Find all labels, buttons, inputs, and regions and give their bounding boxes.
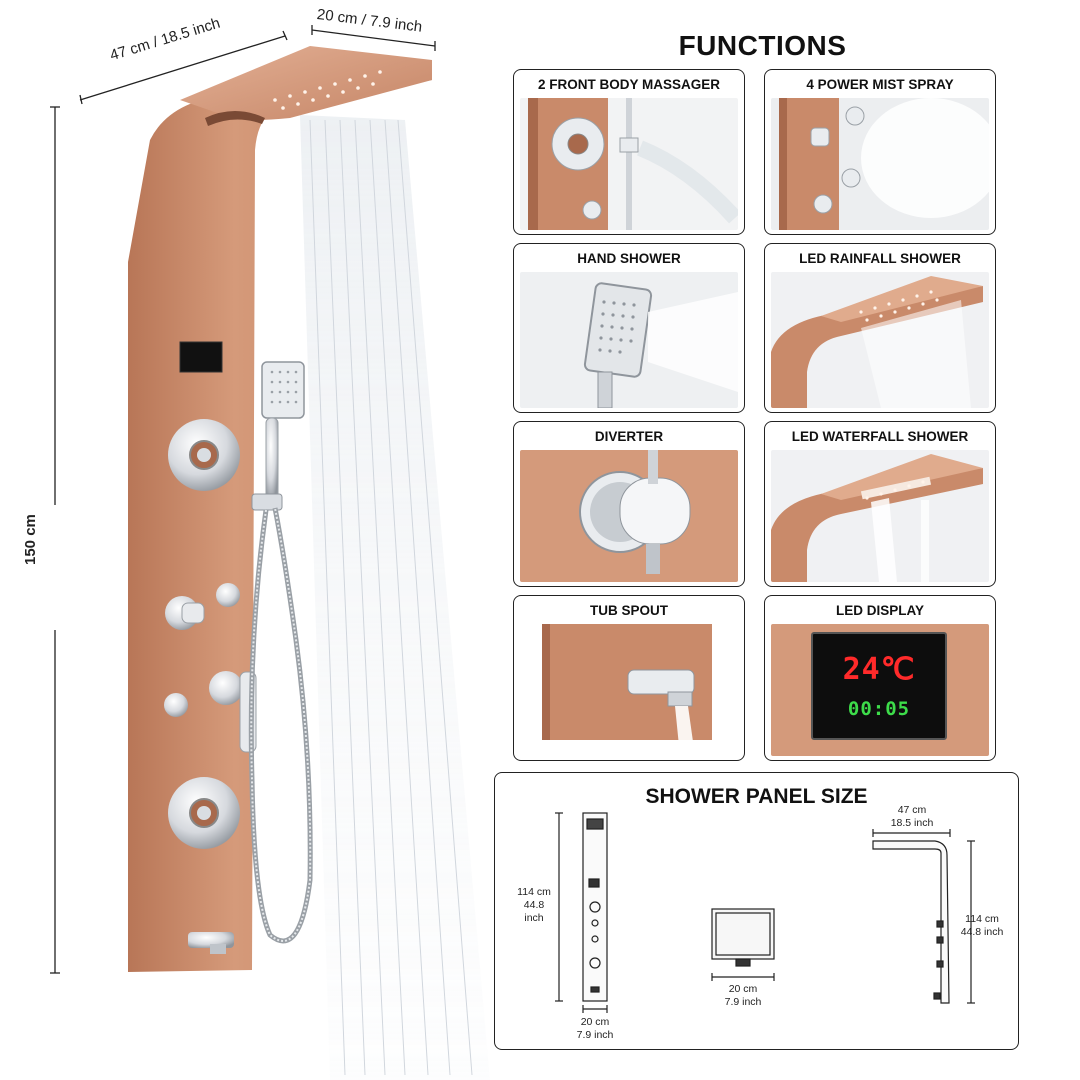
card-diverter: DIVERTER [513,421,745,587]
depth-dimension-line [311,25,436,51]
card-body-massager: 2 FRONT BODY MASSAGER [513,69,745,235]
card-title: DIVERTER [594,429,664,444]
card-title: LED WATERFALL SHOWER [791,429,969,444]
led-time: 00:05 [847,698,911,720]
diverter-knob [165,596,205,630]
front-height-label: 114 cm 44.8 inch [517,886,551,924]
product-hero: 47 cm / 18.5 inch 20 cm / 7.9 inch 150 c… [0,0,500,1080]
card-hand-shower: HAND SHOWER [513,243,745,413]
top-view-diagram [711,908,775,981]
functions-title: FUNCTIONS [678,30,847,61]
side-depth-label: 47 cm 18.5 inch [890,804,934,829]
card-waterfall-shower: LED WATERFALL SHOWER [764,421,996,587]
mist-jet [216,583,240,607]
card-tub-spout: TUB SPOUT [513,595,745,761]
height-dimension-label: 150 cm [22,514,39,565]
card-image [771,272,989,408]
size-diagrams [555,812,975,1013]
waterfall-slot [205,111,265,126]
rain-head-plate [180,46,432,120]
card-image [520,624,738,756]
card-image [520,98,738,230]
card-image [520,272,738,408]
card-title: 2 FRONT BODY MASSAGER [537,77,721,92]
body-jet-top [168,419,240,491]
card-title: 4 POWER MIST SPRAY [806,77,954,92]
card-image [771,98,989,230]
card-title: HAND SHOWER [577,251,681,266]
front-view-diagram [555,812,608,1013]
rain-nozzles [273,70,382,110]
card-image [771,450,989,582]
side-view-diagram [872,829,975,1004]
hand-shower [251,361,305,511]
tub-spout [188,932,234,954]
panel-body [128,60,432,972]
width-dimension-line [79,30,288,105]
card-title: LED DISPLAY [835,603,925,618]
shower-panel-illustration [50,25,490,1080]
led-screen: 24℃ 00:05 [811,632,947,740]
card-image [520,450,738,582]
shower-hose [248,507,313,944]
top-width-label: 20 cm 7.9 inch [724,983,762,1008]
card-led-display: LED DISPLAY 24℃ 00:05 [764,595,996,761]
led-temperature: 24℃ [842,652,916,687]
card-title: TUB SPOUT [589,603,668,618]
side-height-label: 114 cm 44.8 inch [960,913,1004,938]
body-jet-bottom [168,777,240,849]
mist-jet [164,693,188,717]
led-display [179,341,223,373]
rainfall-water [300,115,490,1080]
card-mist-spray: 4 POWER MIST SPRAY [764,69,996,235]
height-dimension-line [50,106,60,974]
card-rainfall-shower: LED RAINFALL SHOWER [764,243,996,413]
size-title: SHOWER PANEL SIZE [645,785,868,808]
card-image: 24℃ 00:05 [771,624,989,756]
front-width-label: 20 cm 7.9 inch [576,1016,614,1041]
card-title: LED RAINFALL SHOWER [799,251,961,266]
shower-panel-size-box: SHOWER PANEL SIZE [494,772,1019,1050]
